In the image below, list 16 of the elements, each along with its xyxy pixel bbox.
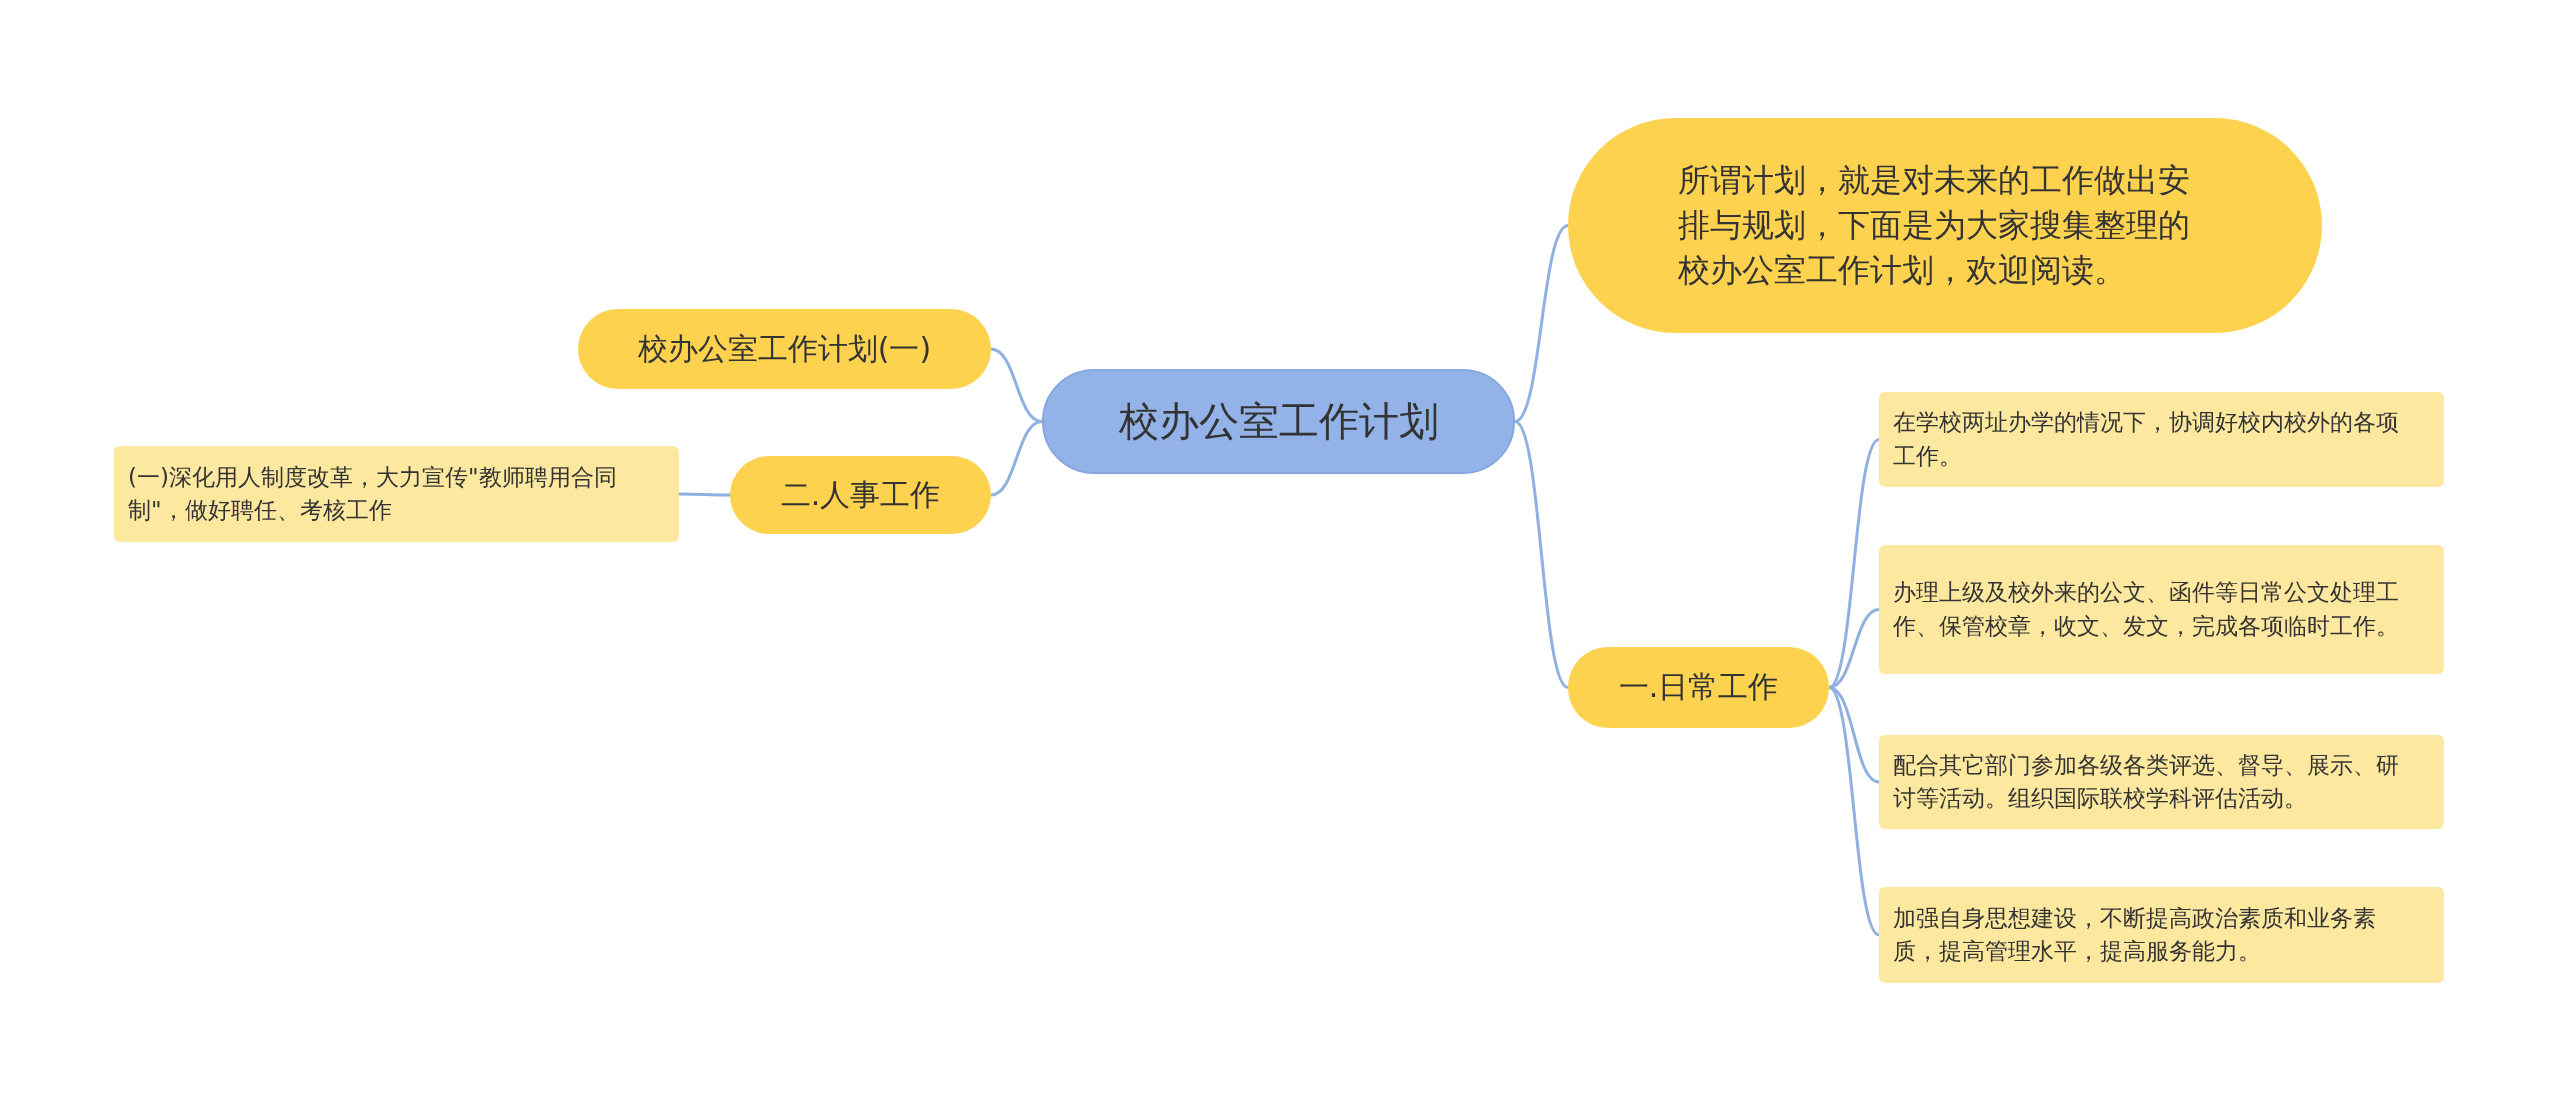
leaf-note: 在学校两址办学的情况下，协调好校内校外的各项工作。 — [1879, 392, 2444, 487]
connector-line — [1514, 224, 1569, 423]
leaf-note: 加强自身思想建设，不断提高政治素质和业务素质，提高管理水平，提高服务能力。 — [1879, 887, 2444, 983]
branch-topic: 一.日常工作 — [1568, 647, 1829, 728]
connector-line — [990, 420, 1043, 497]
connector-line — [1828, 686, 1880, 937]
branch-topic: 校办公室工作计划(一) — [578, 309, 991, 389]
leaf-note: 配合其它部门参加各级各类评选、督导、展示、研讨等活动。组织国际联校学科评估活动。 — [1879, 735, 2444, 829]
connector-line — [1828, 438, 1880, 689]
central-topic: 校办公室工作计划 — [1042, 369, 1515, 474]
branch-topic: 二.人事工作 — [730, 456, 991, 534]
connector-line — [679, 492, 730, 497]
intro-bubble: 所谓计划，就是对未来的工作做出安排与规划，下面是为大家搜集整理的校办公室工作计划，欢迎阅读。 — [1568, 118, 2322, 333]
leaf-note: (一)深化用人制度改革，大力宣传"教师聘用合同制"，做好聘任、考核工作 — [114, 446, 679, 542]
leaf-note: 办理上级及校外来的公文、函件等日常公文处理工作、保管校章，收文、发文，完成各项临时工作。 — [1879, 545, 2444, 674]
connector-line — [1828, 686, 1880, 784]
